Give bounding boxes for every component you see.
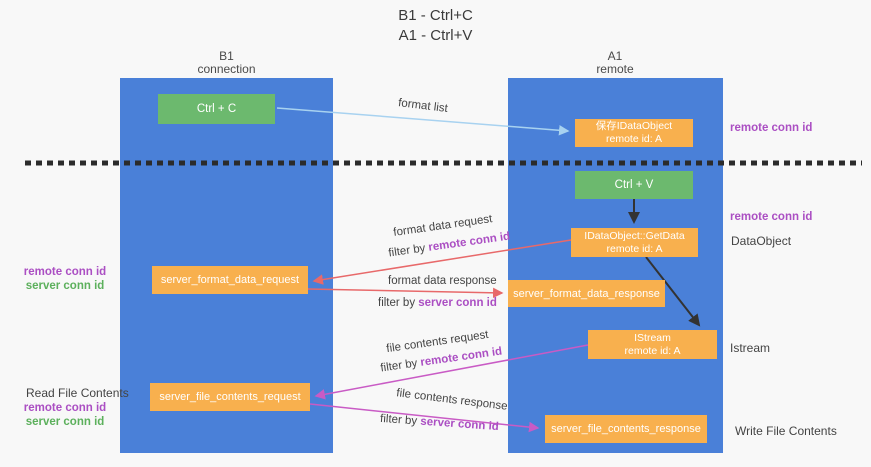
server-conn-id-label-mid-left: server conn id: [25, 280, 105, 292]
server-format-data-response-label: server_format_data_response: [513, 287, 660, 300]
server-format-data-response-box: server_format_data_response: [508, 280, 665, 307]
save-idataobject-box: 保存IDataObject remote id: A: [575, 119, 693, 147]
conn-id-stack-bottom-left: remote conn id server conn id: [15, 401, 115, 429]
server-conn-id-highlight: server conn id: [419, 415, 500, 434]
lane-header-b1: B1 connection: [120, 50, 333, 76]
title-line-2: A1 - Ctrl+V: [398, 27, 473, 44]
save-idataobject-line2: remote id: A: [605, 133, 663, 145]
server-format-data-request-box: server_format_data_request: [152, 266, 308, 294]
istream-box: IStream remote id: A: [588, 330, 717, 359]
remote-conn-id-label-top-right: remote conn id: [730, 122, 813, 134]
format-data-response-filter-label: filter by server conn id: [378, 297, 497, 309]
file-contents-response-filter-label: filter by server conn id: [380, 413, 499, 433]
istream-line2: remote id: A: [624, 344, 681, 357]
filter-by-text: filter by: [379, 412, 421, 428]
remote-conn-id-label-mid-right: remote conn id: [730, 211, 813, 223]
remote-conn-id-label-mid-left: remote conn id: [23, 266, 107, 278]
ctrl-c-label: Ctrl + C: [196, 103, 237, 115]
istream-side-label: Istream: [730, 341, 771, 355]
lane-a1-name: A1: [607, 49, 623, 63]
server-conn-id-highlight: server conn id: [418, 297, 497, 309]
diagram-title: B1 - Ctrl+C A1 - Ctrl+V: [0, 6, 871, 46]
idataobject-getdata-box: IDataObject::GetData remote id: A: [571, 228, 698, 257]
remote-conn-id-label-bottom-left: remote conn id: [23, 402, 107, 414]
server-file-contents-request-label: server_file_contents_request: [159, 391, 301, 403]
server-file-contents-response-label: server_file_contents_response: [551, 423, 701, 435]
dataobject-label: DataObject: [731, 234, 792, 248]
idataobject-getdata-line2: remote id: A: [606, 242, 663, 255]
file-contents-response-label: file contents response: [395, 387, 509, 413]
server-file-contents-request-box: server_file_contents_request: [150, 383, 310, 411]
conn-id-stack-mid-left: remote conn id server conn id: [15, 265, 115, 293]
format-data-response-label: format data response: [388, 275, 497, 287]
filter-by-text: filter by: [379, 356, 422, 375]
server-file-contents-response-box: server_file_contents_response: [545, 415, 707, 443]
remote-conn-id-highlight: remote conn id: [419, 345, 503, 369]
title-line-1: B1 - Ctrl+C: [398, 7, 473, 24]
ctrl-v-label: Ctrl + V: [614, 179, 654, 191]
read-file-contents-label: Read File Contents: [26, 386, 129, 400]
save-idataobject-line1: 保存IDataObject: [595, 120, 673, 132]
lane-a1-subtitle: remote: [596, 62, 634, 76]
istream-line1: IStream: [634, 331, 671, 344]
lane-header-a1: A1 remote: [508, 50, 722, 76]
write-file-contents-label: Write File Contents: [735, 424, 837, 438]
server-conn-id-label-bottom-left: server conn id: [25, 416, 105, 428]
filter-by-text: filter by: [387, 241, 430, 260]
arrow-format-data-response: [307, 287, 504, 299]
ctrl-c-box: Ctrl + C: [158, 94, 275, 124]
lane-b1-subtitle: connection: [197, 62, 256, 76]
server-format-data-request-label: server_format_data_request: [160, 274, 300, 286]
lane-b1-name: B1: [219, 49, 234, 63]
filter-by-text: filter by: [378, 297, 419, 309]
idataobject-getdata-line1: IDataObject::GetData: [584, 229, 685, 242]
remote-conn-id-highlight: remote conn id: [427, 230, 511, 254]
format-list-label: format list: [397, 97, 449, 115]
ctrl-v-box: Ctrl + V: [575, 171, 693, 199]
